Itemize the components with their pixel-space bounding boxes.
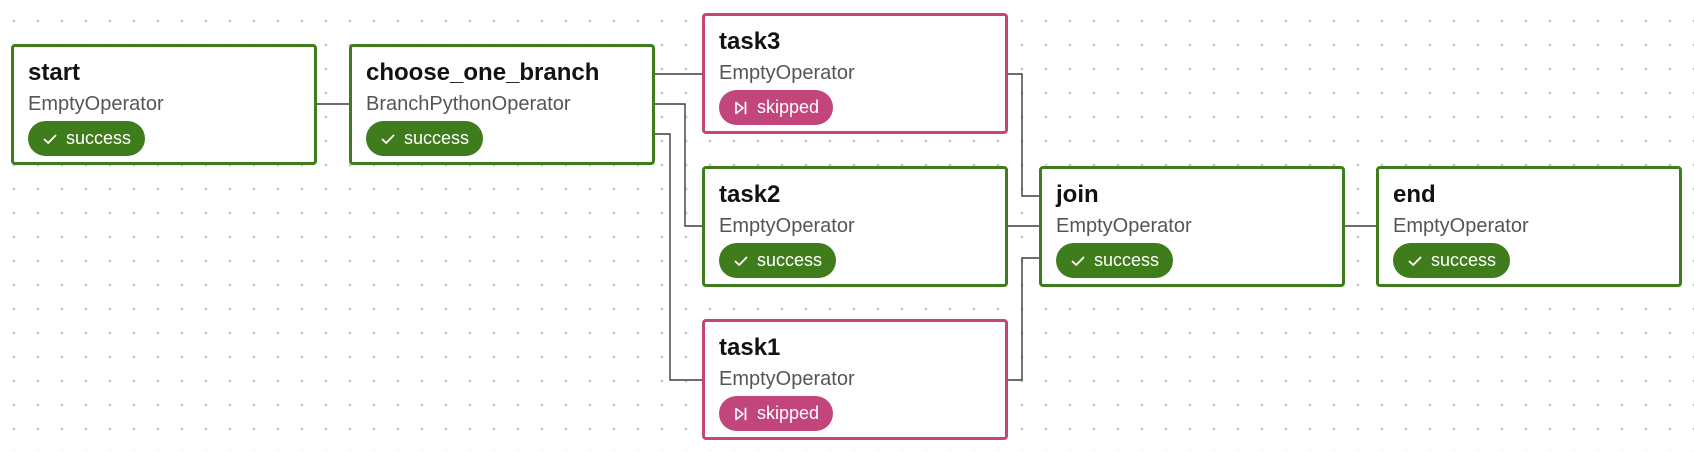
status-label: success bbox=[66, 128, 132, 148]
task-title: start bbox=[28, 59, 81, 86]
task-node-start[interactable]: start EmptyOperator success bbox=[11, 44, 317, 165]
status-badge: skipped bbox=[719, 90, 834, 125]
check-icon bbox=[1407, 253, 1423, 269]
status-badge: skipped bbox=[719, 396, 834, 431]
status-label: success bbox=[404, 128, 470, 148]
status-label: success bbox=[757, 250, 823, 270]
edge-task3-to-join bbox=[1006, 73, 1039, 197]
task-node-task3[interactable]: task3 EmptyOperator skipped bbox=[702, 13, 1008, 134]
edge-task1-to-join bbox=[1006, 257, 1039, 381]
status-badge: success bbox=[366, 121, 484, 156]
task-node-task2[interactable]: task2 EmptyOperator success bbox=[702, 166, 1008, 287]
task-operator: EmptyOperator bbox=[28, 93, 164, 115]
skip-icon bbox=[733, 100, 749, 116]
check-icon bbox=[380, 131, 396, 147]
status-badge: success bbox=[1393, 243, 1511, 278]
task-node-task1[interactable]: task1 EmptyOperator skipped bbox=[702, 319, 1008, 440]
edge-choose_one_branch-to-task2 bbox=[653, 103, 702, 227]
task-title: task3 bbox=[719, 28, 781, 55]
task-title: task2 bbox=[719, 181, 781, 208]
skip-icon bbox=[733, 406, 749, 422]
status-badge: success bbox=[28, 121, 146, 156]
task-operator: EmptyOperator bbox=[719, 215, 855, 237]
status-label: skipped bbox=[757, 403, 820, 423]
task-title: task1 bbox=[719, 334, 781, 361]
status-label: skipped bbox=[757, 97, 820, 117]
edge-choose_one_branch-to-task1 bbox=[653, 133, 702, 381]
check-icon bbox=[1070, 253, 1086, 269]
task-title: join bbox=[1056, 181, 1099, 208]
task-operator: EmptyOperator bbox=[719, 368, 855, 390]
task-operator: BranchPythonOperator bbox=[366, 93, 571, 115]
task-node-join[interactable]: join EmptyOperator success bbox=[1039, 166, 1345, 287]
status-badge: success bbox=[719, 243, 837, 278]
task-title: end bbox=[1393, 181, 1436, 208]
check-icon bbox=[42, 131, 58, 147]
task-operator: EmptyOperator bbox=[719, 62, 855, 84]
task-operator: EmptyOperator bbox=[1393, 215, 1529, 237]
task-title: choose_one_branch bbox=[366, 59, 600, 86]
check-icon bbox=[733, 253, 749, 269]
status-label: success bbox=[1094, 250, 1160, 270]
status-badge: success bbox=[1056, 243, 1174, 278]
task-node-choose_one_branch[interactable]: choose_one_branch BranchPythonOperator s… bbox=[349, 44, 655, 165]
task-operator: EmptyOperator bbox=[1056, 215, 1192, 237]
task-node-end[interactable]: end EmptyOperator success bbox=[1376, 166, 1682, 287]
status-label: success bbox=[1431, 250, 1497, 270]
